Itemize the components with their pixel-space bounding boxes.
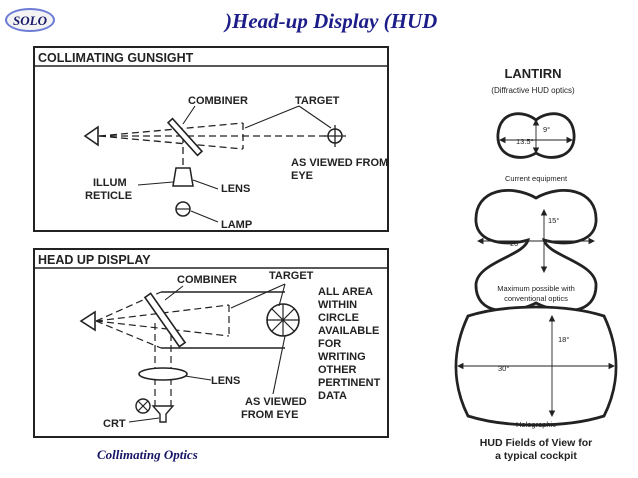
hud-eye-icon [79,310,96,332]
solo-logo-text: SOLO [13,13,47,28]
hud-area-line: AVAILABLE [318,325,379,337]
gunsight-viewed-label-2: EYE [291,170,313,182]
current-fov-width: 13.5° [516,137,534,146]
conventional-fov-caption-1: Maximum possible with [497,284,575,293]
current-fov-caption: Current equipment [505,174,568,183]
conventional-fov-shape [474,189,598,313]
hud-combiner-label: COMBINER [177,274,237,286]
holographic-fov-width: 30° [498,364,509,373]
eye-icon [83,125,99,147]
conventional-fov-width: 20° [510,239,521,248]
hud-area-line: OTHER [318,364,357,376]
current-fov-height: 9° [543,125,550,134]
gunsight-target-label: TARGET [295,95,340,107]
fov-footer-line-1: HUD Fields of View for [480,437,592,449]
hud-target-spokes [267,304,299,336]
hud-area-line: CIRCLE [318,312,359,324]
hud-combiner-glass [143,292,187,348]
hud-area-note: ALL AREA WITHIN CIRCLE AVAILABLE FOR WRI… [318,286,381,402]
gunsight-viewed-label-1: AS VIEWED FROM [291,157,388,169]
gunsight-leaders [137,105,332,223]
lantirn-fov-diagram: LANTIRN (Diffractive HUD optics) 13.5° 9… [454,66,618,462]
hud-lens-label: LENS [211,375,240,387]
gunsight-lamp-label: LAMP [221,219,252,231]
hud-area-line: FOR [318,338,341,350]
lantirn-fov-panel: LANTIRN (Diffractive HUD optics) 13.5° 9… [448,60,618,465]
holographic-fov-dims [456,314,616,418]
head-up-display-panel: HEAD UP DISPLAY [33,248,389,438]
conventional-fov-dims [476,208,596,274]
gunsight-illum-label-2: RETICLE [85,190,132,202]
hud-crt-label: CRT [103,418,126,430]
conventional-fov-height: 15° [548,216,559,225]
hud-area-line: DATA [318,390,347,402]
lantirn-subtitle: (Diffractive HUD optics) [491,86,575,95]
hud-viewed-label-2: FROM EYE [241,409,298,421]
fov-footer-line-2: a typical cockpit [495,450,577,462]
hud-area-line: WRITING [318,351,366,363]
hud-target-label: TARGET [269,270,314,282]
collimating-gunsight-panel: COLLIMATING GUNSIGHT COM [33,46,389,232]
collimating-gunsight-diagram: COLLIMATING GUNSIGHT COM [33,46,389,232]
gunsight-title: COLLIMATING GUNSIGHT [38,51,194,65]
hud-area-line: PERTINENT [318,377,381,389]
conventional-fov-caption-2: conventional optics [504,294,568,303]
crt-tube-icon [151,405,175,423]
hud-frame [33,248,389,438]
head-up-display-diagram: HEAD UP DISPLAY [33,248,389,438]
current-fov-dims [498,118,574,155]
hud-area-line: WITHIN [318,299,357,311]
hud-title: HEAD UP DISPLAY [38,253,151,267]
lens-icon [172,167,194,187]
gunsight-combiner-label: COMBINER [188,95,248,107]
hud-area-line: ALL AREA [318,286,373,298]
combiner-glass [166,117,204,157]
solo-logo: SOLO [5,8,55,32]
sight-lines [98,122,328,186]
page-title: )Head-up Display (HUD [225,9,438,33]
hud-viewed-label-1: AS VIEWED [245,396,307,408]
figure-caption: Collimating Optics [97,447,198,462]
lantirn-title: LANTIRN [504,66,561,81]
gunsight-illum-label-1: ILLUM [93,177,127,189]
holographic-fov-caption: Holographic [516,420,556,429]
hud-leaders [128,283,286,423]
hud-beam [161,291,285,349]
hud-lens-icon [138,367,188,381]
gunsight-lens-label: LENS [221,183,250,195]
holographic-fov-height: 18° [558,335,569,344]
